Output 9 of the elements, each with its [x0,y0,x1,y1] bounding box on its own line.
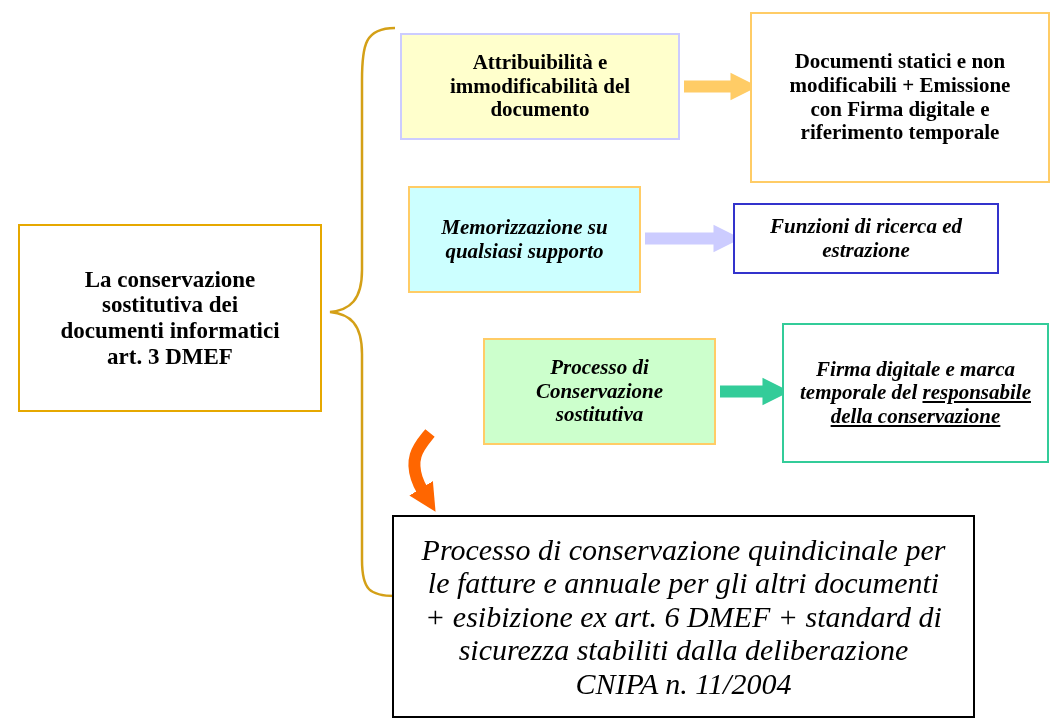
process-box: Processo di Conservazione sostitutiva [483,338,716,445]
block-arrow [408,429,436,512]
process-box: Memorizzazione su qualsiasi supporto [408,186,641,293]
note-box: Processo di conservazione quindicinale per le fatture e annuale per gli altri documenti + esibizione ex art. 6 DMEF + standard di sicurezza stabiliti dalla deliberazione CNIPA n. 11/2004 [392,515,975,718]
result-box: Documenti statici e non modificabili + Emissione con Firma digitale e riferimento temporale [750,12,1050,183]
result-box: Funzioni di ricerca ed estrazione [733,203,999,274]
topic-box: La conservazione sostitutiva dei documenti informatici art. 3 DMEF [18,224,322,412]
result-box: Firma digitale e marca temporale del responsabile della conservazione [782,323,1049,463]
process-box: Attribuibilità e immodificabilità del documento [400,33,680,140]
